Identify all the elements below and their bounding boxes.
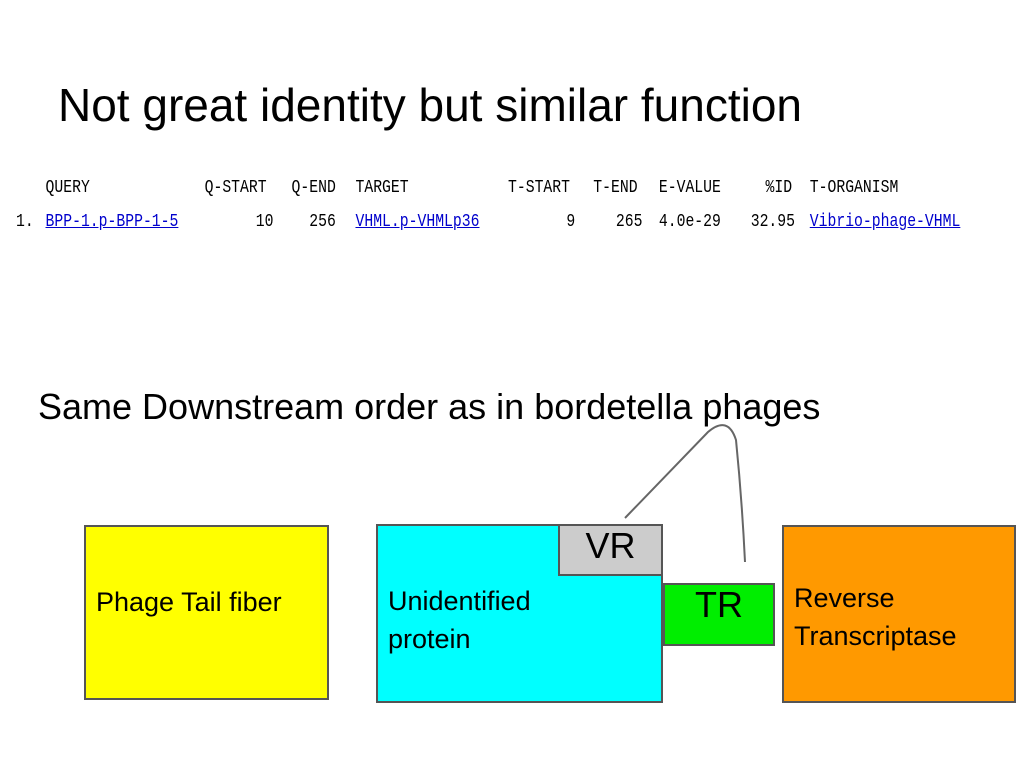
- pct-id-value: 32.95: [750, 212, 796, 232]
- header-pct-id: %ID: [765, 178, 793, 198]
- header-t-organism: T-ORGANISM: [809, 178, 899, 198]
- tr-box: TR: [663, 583, 775, 646]
- tr-label: TR: [695, 584, 743, 625]
- q-start-value: 10: [255, 212, 274, 232]
- vr-label: VR: [585, 525, 636, 566]
- header-target: TARGET: [355, 178, 409, 198]
- header-query: QUERY: [45, 178, 90, 198]
- e-value: 4.0e-29: [658, 212, 721, 232]
- header-t-start: T-START: [508, 178, 571, 198]
- target-link[interactable]: VHML.p-VHMLp36: [355, 212, 480, 232]
- row-number: 1.: [16, 212, 34, 232]
- header-q-end: Q-END: [291, 178, 336, 198]
- slide-title: Not great identity but similar function: [58, 79, 803, 131]
- header-q-start: Q-START: [204, 178, 267, 198]
- reverse-transcriptase-label: Reverse Transcriptase: [794, 583, 957, 651]
- phage-tail-fiber-label: Phage Tail fiber: [96, 587, 282, 617]
- vr-box: VR: [558, 524, 663, 576]
- organism-link[interactable]: Vibrio-phage-VHML: [809, 212, 961, 232]
- header-t-end: T-END: [593, 178, 638, 198]
- reverse-transcriptase-box: Reverse Transcriptase: [782, 525, 1016, 703]
- t-end-value: 265: [615, 212, 643, 232]
- query-link[interactable]: BPP-1.p-BPP-1-5: [45, 212, 179, 232]
- t-start-value: 9: [566, 212, 576, 232]
- header-e-value: E-VALUE: [658, 178, 721, 198]
- downstream-order-note: Same Downstream order as in bordetella p…: [38, 386, 821, 427]
- unidentified-protein-label: Unidentified protein: [388, 586, 531, 654]
- phage-tail-fiber-box: Phage Tail fiber: [84, 525, 329, 700]
- q-end-value: 256: [309, 212, 336, 232]
